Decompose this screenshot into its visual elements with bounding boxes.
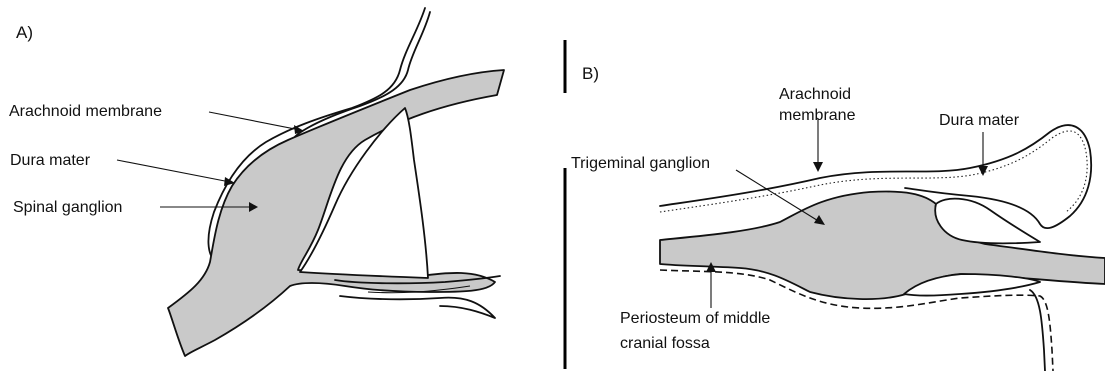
periosteum-inner-b [1030, 290, 1045, 371]
leader-ganglion-b [736, 170, 825, 225]
label-arachnoid-line1-b: Arachnoid [779, 86, 851, 103]
leader-dura-a [117, 160, 235, 186]
panel-a-label: A) [16, 23, 33, 42]
label-trigeminal-ganglion-b: Trigeminal ganglion [571, 155, 710, 172]
panel-a: A) Arachnoid membrane Dura mater Spinal … [9, 8, 504, 356]
label-arachnoid-line2-b: membrane [779, 107, 856, 124]
label-spinal-ganglion-a: Spinal ganglion [13, 199, 122, 216]
leader-periosteum-b [706, 262, 716, 308]
label-dura-mater-b: Dura mater [939, 112, 1020, 129]
label-periosteum-line2-b: cranial fossa [620, 335, 710, 352]
panel-b-label: B) [582, 64, 599, 83]
leader-dura-b [978, 132, 988, 176]
ventral-root-lower-a [340, 296, 495, 318]
label-dura-mater-a: Dura mater [10, 152, 91, 169]
inner-white-loop-b [935, 199, 1040, 244]
panel-b: B) Arachnoid membrane [571, 64, 1105, 371]
label-arachnoid-membrane-a: Arachnoid membrane [9, 103, 162, 120]
leader-arachnoid-b [813, 118, 823, 172]
label-periosteum-line1-b: Periosteum of middle [620, 310, 770, 327]
